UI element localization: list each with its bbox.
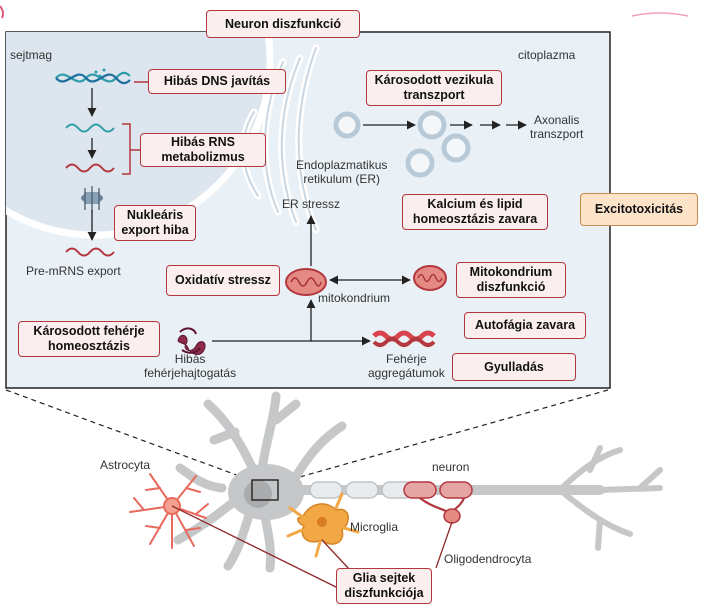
rna-icon bbox=[65, 123, 115, 133]
er-stress-label: ER stressz bbox=[282, 197, 341, 211]
oligodendrocyte-icon bbox=[419, 497, 466, 524]
microglia-label: Microglia bbox=[350, 520, 399, 534]
inflammation-box: Gyulladás bbox=[452, 353, 576, 381]
astrocyte-icon bbox=[129, 473, 209, 549]
protein-aggregate-icon bbox=[372, 330, 436, 347]
dna-repair-box: Hibás DNS javítás bbox=[148, 69, 286, 94]
cytoplasm-label: citoplazma bbox=[518, 48, 576, 62]
pre-mrna-label: Pre-mRNS export bbox=[26, 264, 121, 278]
neuron-dysfunction-title: Neuron diszfunkció bbox=[206, 10, 360, 38]
oligodendrocyte-label: Oligodendrocyta bbox=[444, 552, 532, 566]
rna-defect-icon bbox=[65, 163, 115, 173]
mitochondrion-label: mitokondrium bbox=[318, 291, 391, 305]
dna-icon bbox=[55, 68, 131, 85]
neuron-label: neuron bbox=[432, 460, 470, 474]
neuron-icon bbox=[173, 391, 663, 573]
astrocyte-label: Astrocyta bbox=[100, 458, 151, 472]
nucleus-label: sejtmag bbox=[10, 48, 53, 62]
damaged-mitochondrion-icon bbox=[413, 265, 447, 291]
misfolded-protein-icon bbox=[177, 327, 206, 355]
microglia-icon bbox=[286, 492, 360, 558]
vesicles bbox=[333, 110, 471, 178]
nuclear-pore-icon bbox=[81, 186, 103, 212]
mitochondrion-icon bbox=[285, 268, 327, 296]
excitotoxicity-box: Excitotoxicitás bbox=[580, 193, 698, 226]
oxidative-stress-box: Oxidatív stressz bbox=[166, 265, 280, 296]
pre-mrna-icon bbox=[65, 247, 115, 257]
autophagy-box: Autofágia zavara bbox=[464, 312, 586, 339]
